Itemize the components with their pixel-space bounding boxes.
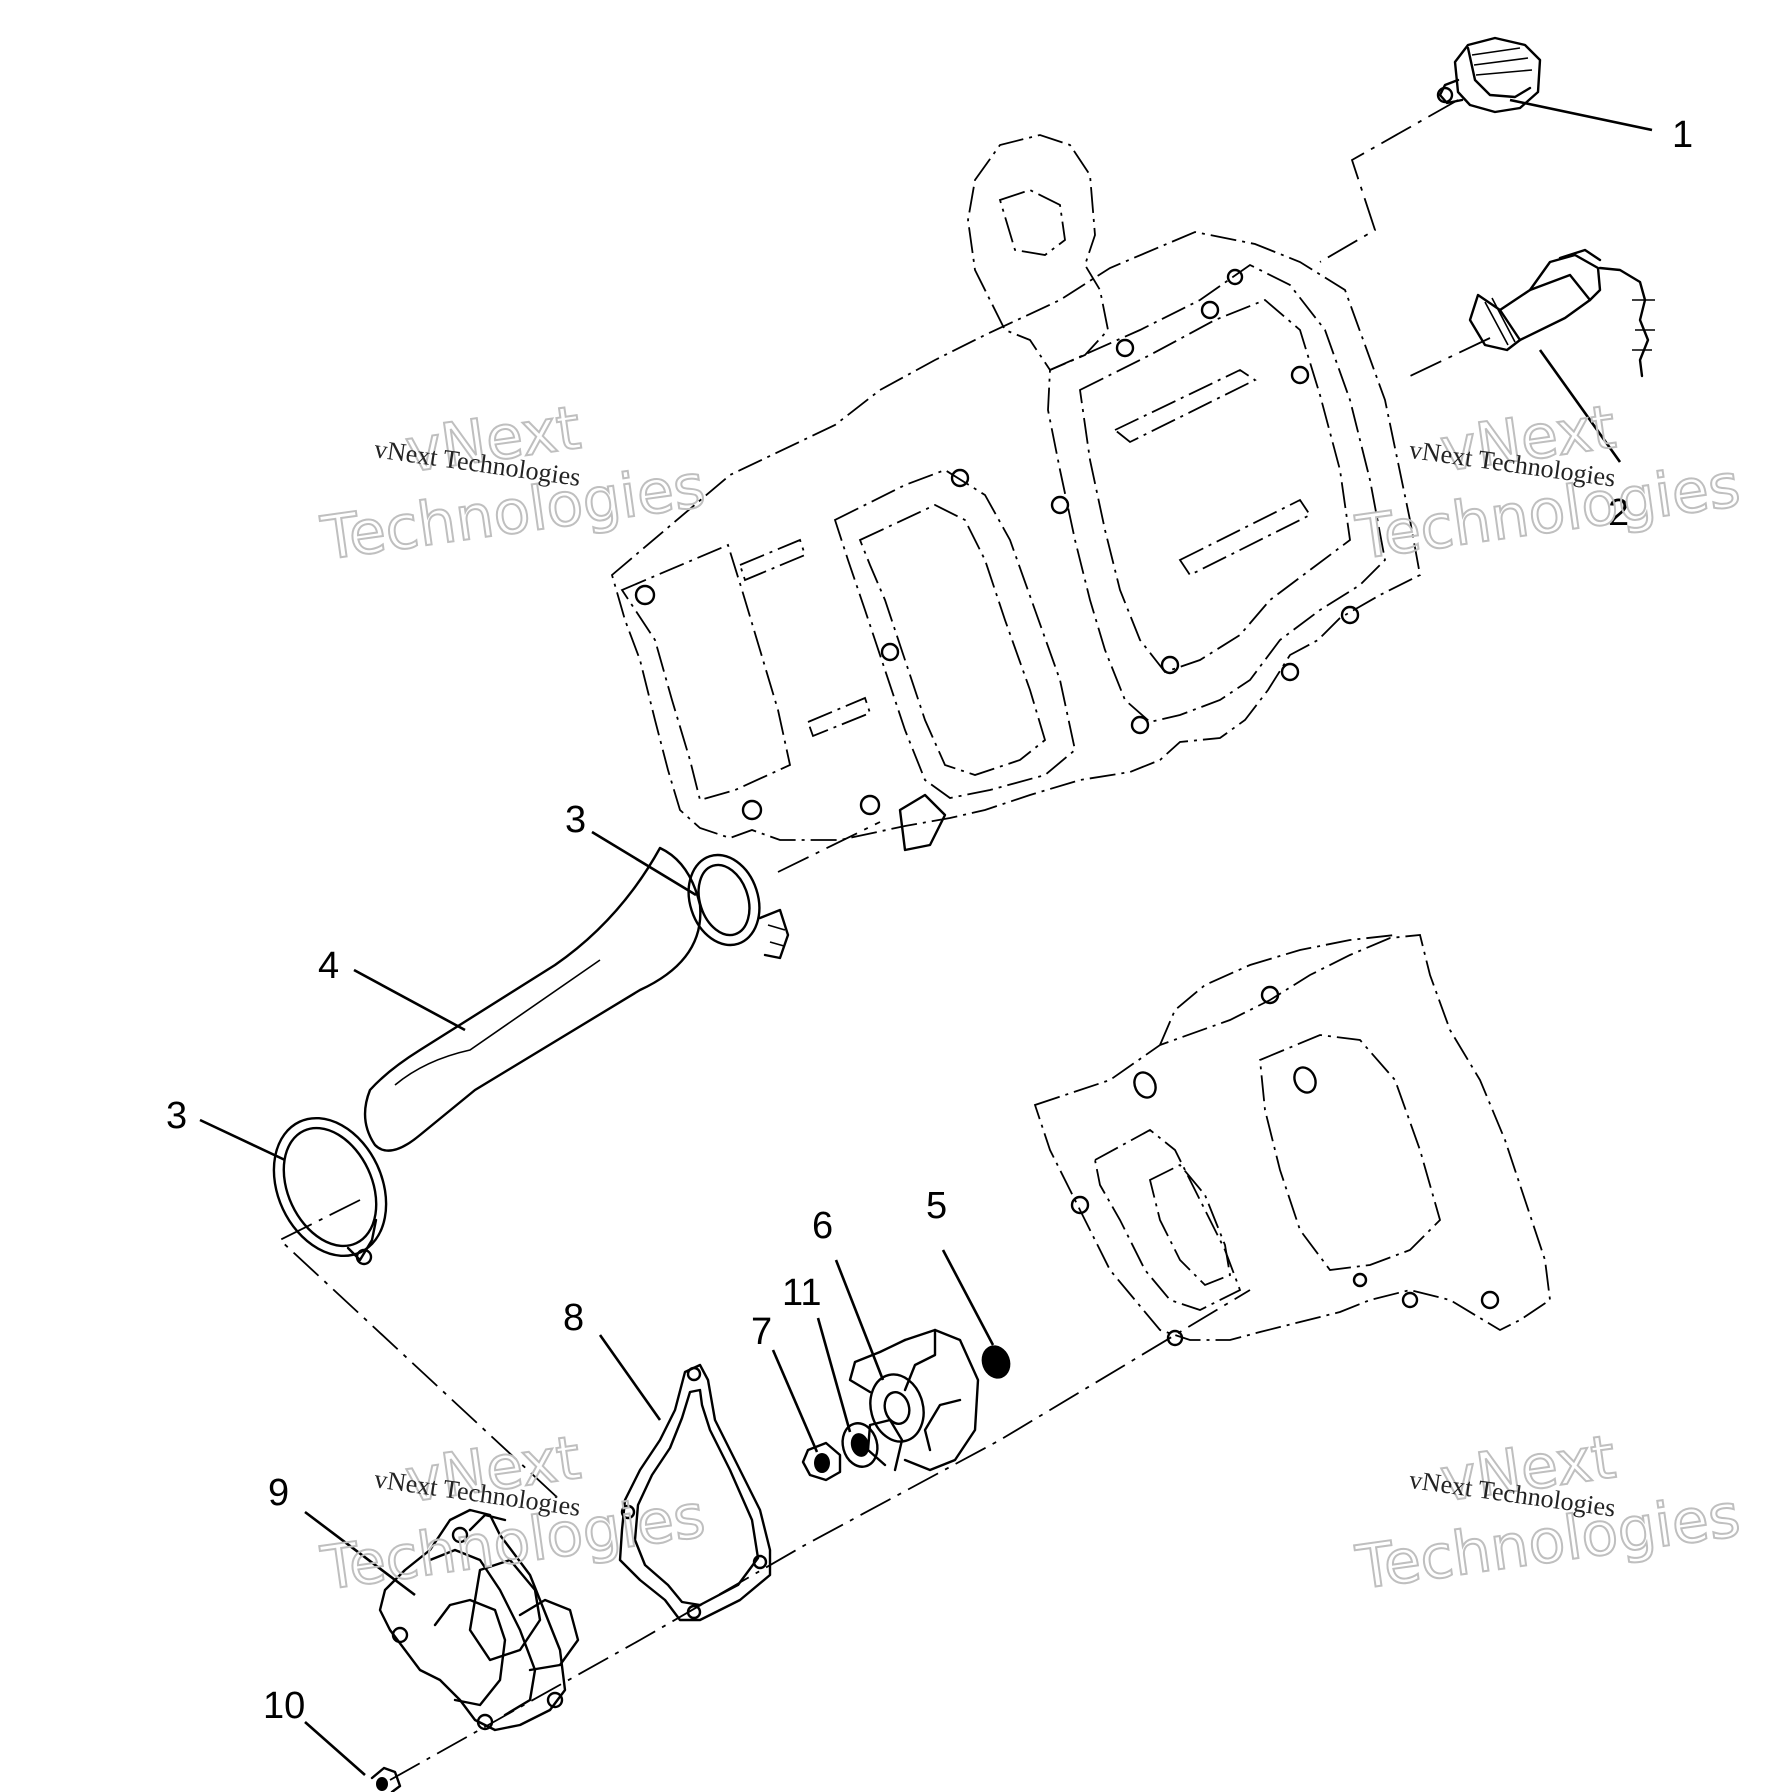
callout-5: 5 <box>926 1185 947 1227</box>
callout-4: 4 <box>318 945 339 987</box>
callout-11: 11 <box>782 1272 821 1314</box>
watermark-top-right: vNext Technologies vNext Technologies <box>1351 391 1745 574</box>
part-5-plug <box>981 1345 1011 1379</box>
part-3-lower-clamp <box>272 1116 388 1266</box>
callout-3-upper: 3 <box>565 799 586 841</box>
part-3-upper-clamp <box>687 853 790 960</box>
part-11-washer <box>841 1422 879 1468</box>
part-8-gasket <box>618 1363 772 1622</box>
callout-7: 7 <box>751 1311 772 1353</box>
callout-1: 1 <box>1672 114 1693 156</box>
part-2-sensor <box>1468 248 1655 378</box>
assembly-centerlines <box>278 99 1491 1781</box>
part-1-cap <box>1436 36 1542 114</box>
callout-9: 9 <box>268 1472 289 1514</box>
part-7-nut <box>801 1441 842 1482</box>
callout-10: 10 <box>263 1685 305 1727</box>
part-9-pump-cover <box>378 1508 580 1732</box>
watermark-top-left: vNext Technologies vNext Technologies <box>316 392 710 575</box>
leader-lines <box>199 98 1653 1776</box>
watermark-bottom-left: vNext Technologies vNext Technologies <box>316 1422 710 1605</box>
callout-8: 8 <box>563 1297 584 1339</box>
callout-labels: 1 2 3 3 4 5 6 7 8 9 10 11 <box>166 114 1693 1727</box>
cylinder-head <box>610 134 1422 852</box>
callout-3-lower: 3 <box>166 1095 187 1137</box>
part-4-hose <box>363 846 702 1152</box>
watermark-bottom-right: vNext Technologies vNext Technologies <box>1351 1421 1745 1604</box>
crankcase-housing <box>1033 934 1551 1347</box>
part-10-screw <box>370 1766 402 1792</box>
callout-2: 2 <box>1608 492 1629 534</box>
callout-6: 6 <box>812 1205 833 1247</box>
part-6-impeller <box>848 1328 980 1472</box>
